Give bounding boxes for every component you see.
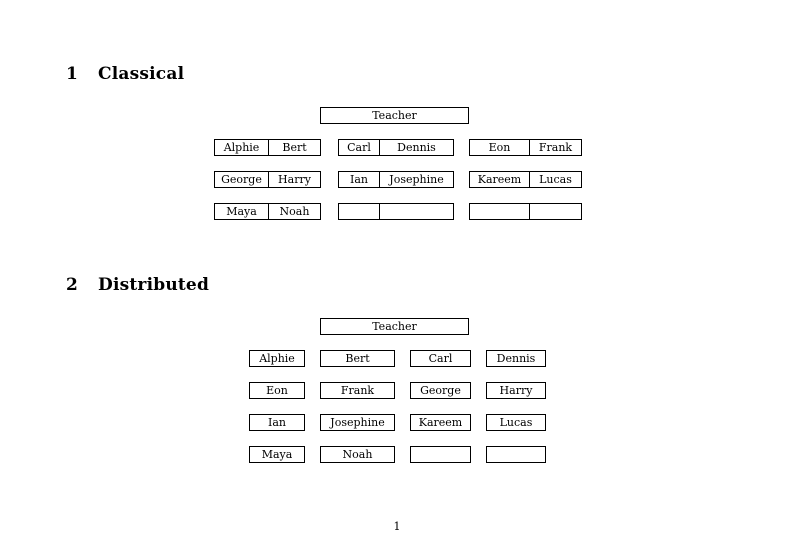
list-item: Maya (249, 446, 305, 463)
name-cell: Harry (499, 384, 533, 397)
name-cell: Frank (340, 384, 375, 397)
list-item: Alphie (249, 350, 305, 367)
list-item: Noah (320, 446, 395, 463)
name-cell: Maya (226, 205, 257, 218)
table-row (338, 203, 454, 220)
table-row: Kareem Lucas (469, 171, 582, 188)
name-cell: Lucas (529, 172, 581, 187)
section-title: Distributed (98, 275, 210, 295)
list-item: Bert (320, 350, 395, 367)
name-cell: George (221, 173, 262, 186)
section-number: 1 (66, 64, 79, 84)
section-title: Classical (98, 64, 185, 84)
name-cell: Bert (268, 140, 320, 155)
table-row: Carl Dennis (338, 139, 454, 156)
table-row: George Harry (214, 171, 321, 188)
name-cell: Alphie (259, 352, 295, 365)
empty-cell (339, 204, 379, 219)
list-item: Eon (249, 382, 305, 399)
teacher-box-distributed: Teacher (320, 318, 469, 335)
name-cell: Carl (428, 352, 453, 365)
name-cell: Bert (345, 352, 370, 365)
section-number: 2 (66, 275, 79, 295)
table-row: Eon Frank (469, 139, 582, 156)
name-cell: Dennis (379, 140, 453, 155)
name-cell: George (420, 384, 461, 397)
name-cell: Josephine (379, 172, 453, 187)
name-cell: Alphie (223, 141, 260, 154)
list-item: Josephine (320, 414, 395, 431)
empty-cell (529, 204, 581, 219)
table-row: Maya Noah (214, 203, 321, 220)
name-cell: Dennis (496, 352, 536, 365)
list-item: Frank (320, 382, 395, 399)
name-cell: Carl (347, 141, 371, 154)
list-item (486, 446, 546, 463)
name-cell: Harry (268, 172, 320, 187)
name-cell: Noah (342, 448, 373, 461)
name-cell: Josephine (330, 416, 385, 429)
list-item: Ian (249, 414, 305, 431)
list-item (410, 446, 471, 463)
list-item: Harry (486, 382, 546, 399)
list-item: Carl (410, 350, 471, 367)
table-row (469, 203, 582, 220)
name-cell: Kareem (418, 416, 463, 429)
list-item: Dennis (486, 350, 546, 367)
name-cell: Frank (529, 140, 581, 155)
empty-cell (470, 204, 529, 219)
name-cell: Lucas (499, 416, 533, 429)
name-cell: Eon (488, 141, 511, 154)
name-cell: Eon (266, 384, 288, 397)
list-item: Kareem (410, 414, 471, 431)
name-cell: Ian (350, 173, 368, 186)
table-row: Ian Josephine (338, 171, 454, 188)
list-item: Lucas (486, 414, 546, 431)
name-cell: Maya (261, 448, 293, 461)
name-cell: Ian (268, 416, 286, 429)
page-number: 1 (393, 520, 401, 533)
list-item: George (410, 382, 471, 399)
table-row: Alphie Bert (214, 139, 321, 156)
name-cell: Kareem (477, 173, 522, 186)
section-heading-classical: 1 Classical (66, 64, 184, 84)
section-heading-distributed: 2 Distributed (66, 275, 209, 295)
name-cell: Noah (268, 204, 320, 219)
teacher-box-classical: Teacher (320, 107, 469, 124)
empty-cell (411, 447, 470, 462)
empty-cell (487, 447, 545, 462)
empty-cell (379, 204, 453, 219)
